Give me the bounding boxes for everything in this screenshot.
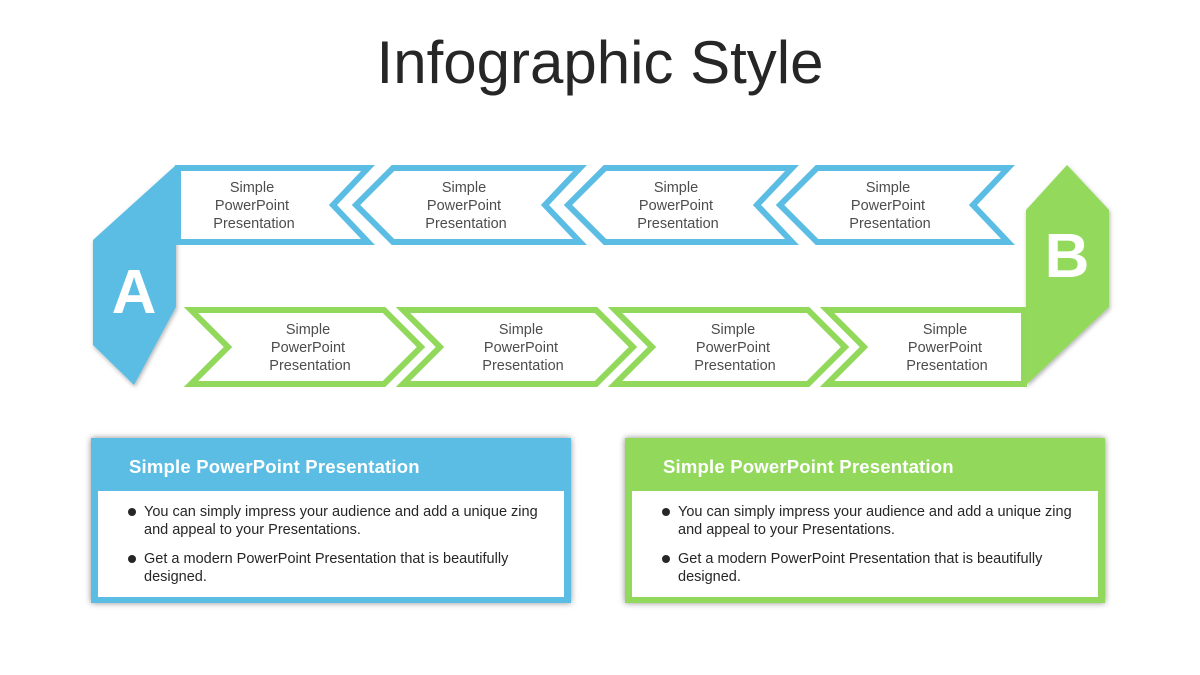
- bottom-arrow-3: [607, 307, 850, 387]
- badge-a-letter: A: [112, 258, 157, 327]
- top-arrow-1-line-1: Simple: [230, 180, 274, 196]
- top-arrow-4-line-1: Simple: [866, 180, 910, 196]
- info-card-b-title: Simple PowerPoint Presentation: [663, 456, 954, 477]
- bottom-arrow-2-label: Simple PowerPoint Presentation: [482, 322, 563, 374]
- bottom-arrow-1-line-1: Simple: [286, 322, 330, 338]
- top-arrow-2-line-2: PowerPoint: [427, 198, 501, 214]
- bottom-arrow-2-line-2: PowerPoint: [484, 340, 558, 356]
- bottom-arrow-3-line-1: Simple: [711, 322, 755, 338]
- top-arrow-4-label: Simple PowerPoint Presentation: [849, 180, 930, 232]
- info-card-a-body: You can simply impress your audience and…: [98, 491, 564, 597]
- bottom-arrow-4-line-1: Simple: [923, 322, 967, 338]
- bottom-arrow-1-line-2: PowerPoint: [271, 340, 345, 356]
- top-arrow-2-label: Simple PowerPoint Presentation: [425, 180, 506, 232]
- bottom-arrow-2-line-3: Presentation: [482, 358, 563, 374]
- bottom-arrow-3-label: Simple PowerPoint Presentation: [694, 322, 775, 374]
- badge-b-letter: B: [1045, 222, 1090, 291]
- bottom-arrow-1: [183, 307, 426, 387]
- info-card-b-bullets: You can simply impress your audience and…: [662, 503, 1078, 586]
- bottom-arrow-4: [819, 307, 1027, 387]
- info-card-a-bullet-1: You can simply impress your audience and…: [128, 503, 544, 539]
- top-arrow-4: [775, 165, 1015, 245]
- info-card-b-bullet-2: Get a modern PowerPoint Presentation tha…: [662, 550, 1078, 586]
- info-card-a-bullets: You can simply impress your audience and…: [128, 503, 544, 586]
- top-arrow-1-label: Simple PowerPoint Presentation: [213, 180, 294, 232]
- bottom-arrow-3-line-3: Presentation: [694, 358, 775, 374]
- top-arrow-2: [351, 165, 587, 245]
- slide-title: Infographic Style: [376, 29, 824, 96]
- bottom-arrow-2: [395, 307, 638, 387]
- top-arrow-1-line-2: PowerPoint: [215, 198, 289, 214]
- bottom-arrow-4-label: Simple PowerPoint Presentation: [906, 322, 987, 374]
- top-arrow-1: [175, 165, 375, 245]
- top-arrow-1-line-3: Presentation: [213, 216, 294, 232]
- top-arrow-row: Simple PowerPoint Presentation Simple Po…: [175, 165, 1015, 245]
- top-arrow-4-line-3: Presentation: [849, 216, 930, 232]
- top-arrow-3-line-1: Simple: [654, 180, 698, 196]
- info-card-b-bullet-1: You can simply impress your audience and…: [662, 503, 1078, 539]
- bottom-arrow-row: Simple PowerPoint Presentation Simple Po…: [183, 307, 1027, 387]
- bottom-arrow-2-line-1: Simple: [499, 322, 543, 338]
- bottom-arrow-3-line-2: PowerPoint: [696, 340, 770, 356]
- bottom-arrow-1-line-3: Presentation: [269, 358, 350, 374]
- badge-b-shape: [1026, 165, 1109, 385]
- process-diagram: A B Simple PowerPoint Presentation Simpl…: [93, 165, 1109, 387]
- info-card-a-bullet-2: Get a modern PowerPoint Presentation tha…: [128, 550, 544, 586]
- bottom-arrow-1-label: Simple PowerPoint Presentation: [269, 322, 350, 374]
- info-card-a: Simple PowerPoint Presentation You can s…: [91, 438, 571, 603]
- bottom-arrow-4-line-3: Presentation: [906, 358, 987, 374]
- info-card-b: Simple PowerPoint Presentation You can s…: [625, 438, 1105, 603]
- info-card-a-title: Simple PowerPoint Presentation: [129, 456, 420, 477]
- info-card-b-body: You can simply impress your audience and…: [632, 491, 1098, 597]
- top-arrow-2-line-3: Presentation: [425, 216, 506, 232]
- top-arrow-3-line-2: PowerPoint: [639, 198, 713, 214]
- top-arrow-3-line-3: Presentation: [637, 216, 718, 232]
- top-arrow-4-line-2: PowerPoint: [851, 198, 925, 214]
- bottom-arrow-4-line-2: PowerPoint: [908, 340, 982, 356]
- top-arrow-2-line-1: Simple: [442, 180, 486, 196]
- top-arrow-3-label: Simple PowerPoint Presentation: [637, 180, 718, 232]
- top-arrow-3: [563, 165, 799, 245]
- badge-a-shape: [93, 165, 176, 385]
